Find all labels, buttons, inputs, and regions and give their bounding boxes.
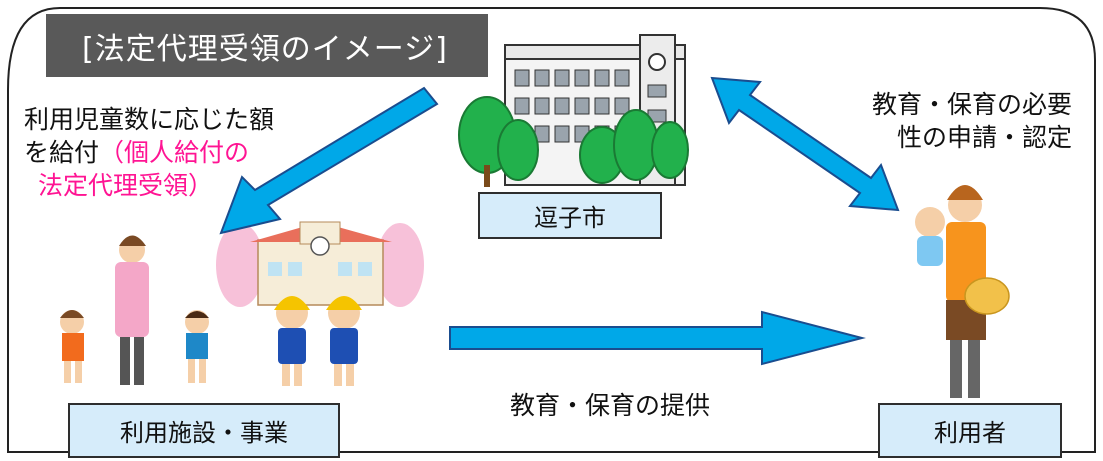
teacher-children-illustration: [60, 235, 209, 385]
payment-line-2-text: を給付: [24, 138, 100, 167]
payment-line-1: 利用児童数に応じた額: [24, 105, 275, 134]
kindergarten-illustration: [216, 221, 424, 307]
kindergarten-kids-illustration: [274, 296, 362, 386]
user-node-label: 利用者: [878, 403, 1062, 458]
diagram-title: [法定代理受領のイメージ]: [46, 14, 488, 77]
city-node-label: 逗子市: [478, 192, 662, 239]
facility-node-label: 利用施設・事業: [68, 403, 340, 458]
service-description: 教育・保育の提供: [510, 391, 711, 420]
mother-baby-illustration: [915, 185, 1010, 398]
payment-arrow: [219, 86, 439, 235]
certification-description: 教育・保育の必要 性の申請・認定: [862, 88, 1072, 154]
payment-line-2-highlight: （個人給付の: [99, 138, 250, 167]
payment-line-2: を給付（個人給付の: [24, 136, 274, 169]
certification-line-2: 性の申請・認定: [896, 123, 1072, 152]
service-arrow: [449, 310, 866, 366]
certification-line-1: 教育・保育の必要: [871, 90, 1072, 119]
certification-arrow: [710, 76, 900, 212]
payment-description: 利用児童数に応じた額 を給付（個人給付の 法定代理受領）: [24, 103, 274, 202]
payment-line-3: 法定代理受領）: [38, 171, 214, 200]
city-hall-illustration: [458, 34, 689, 187]
